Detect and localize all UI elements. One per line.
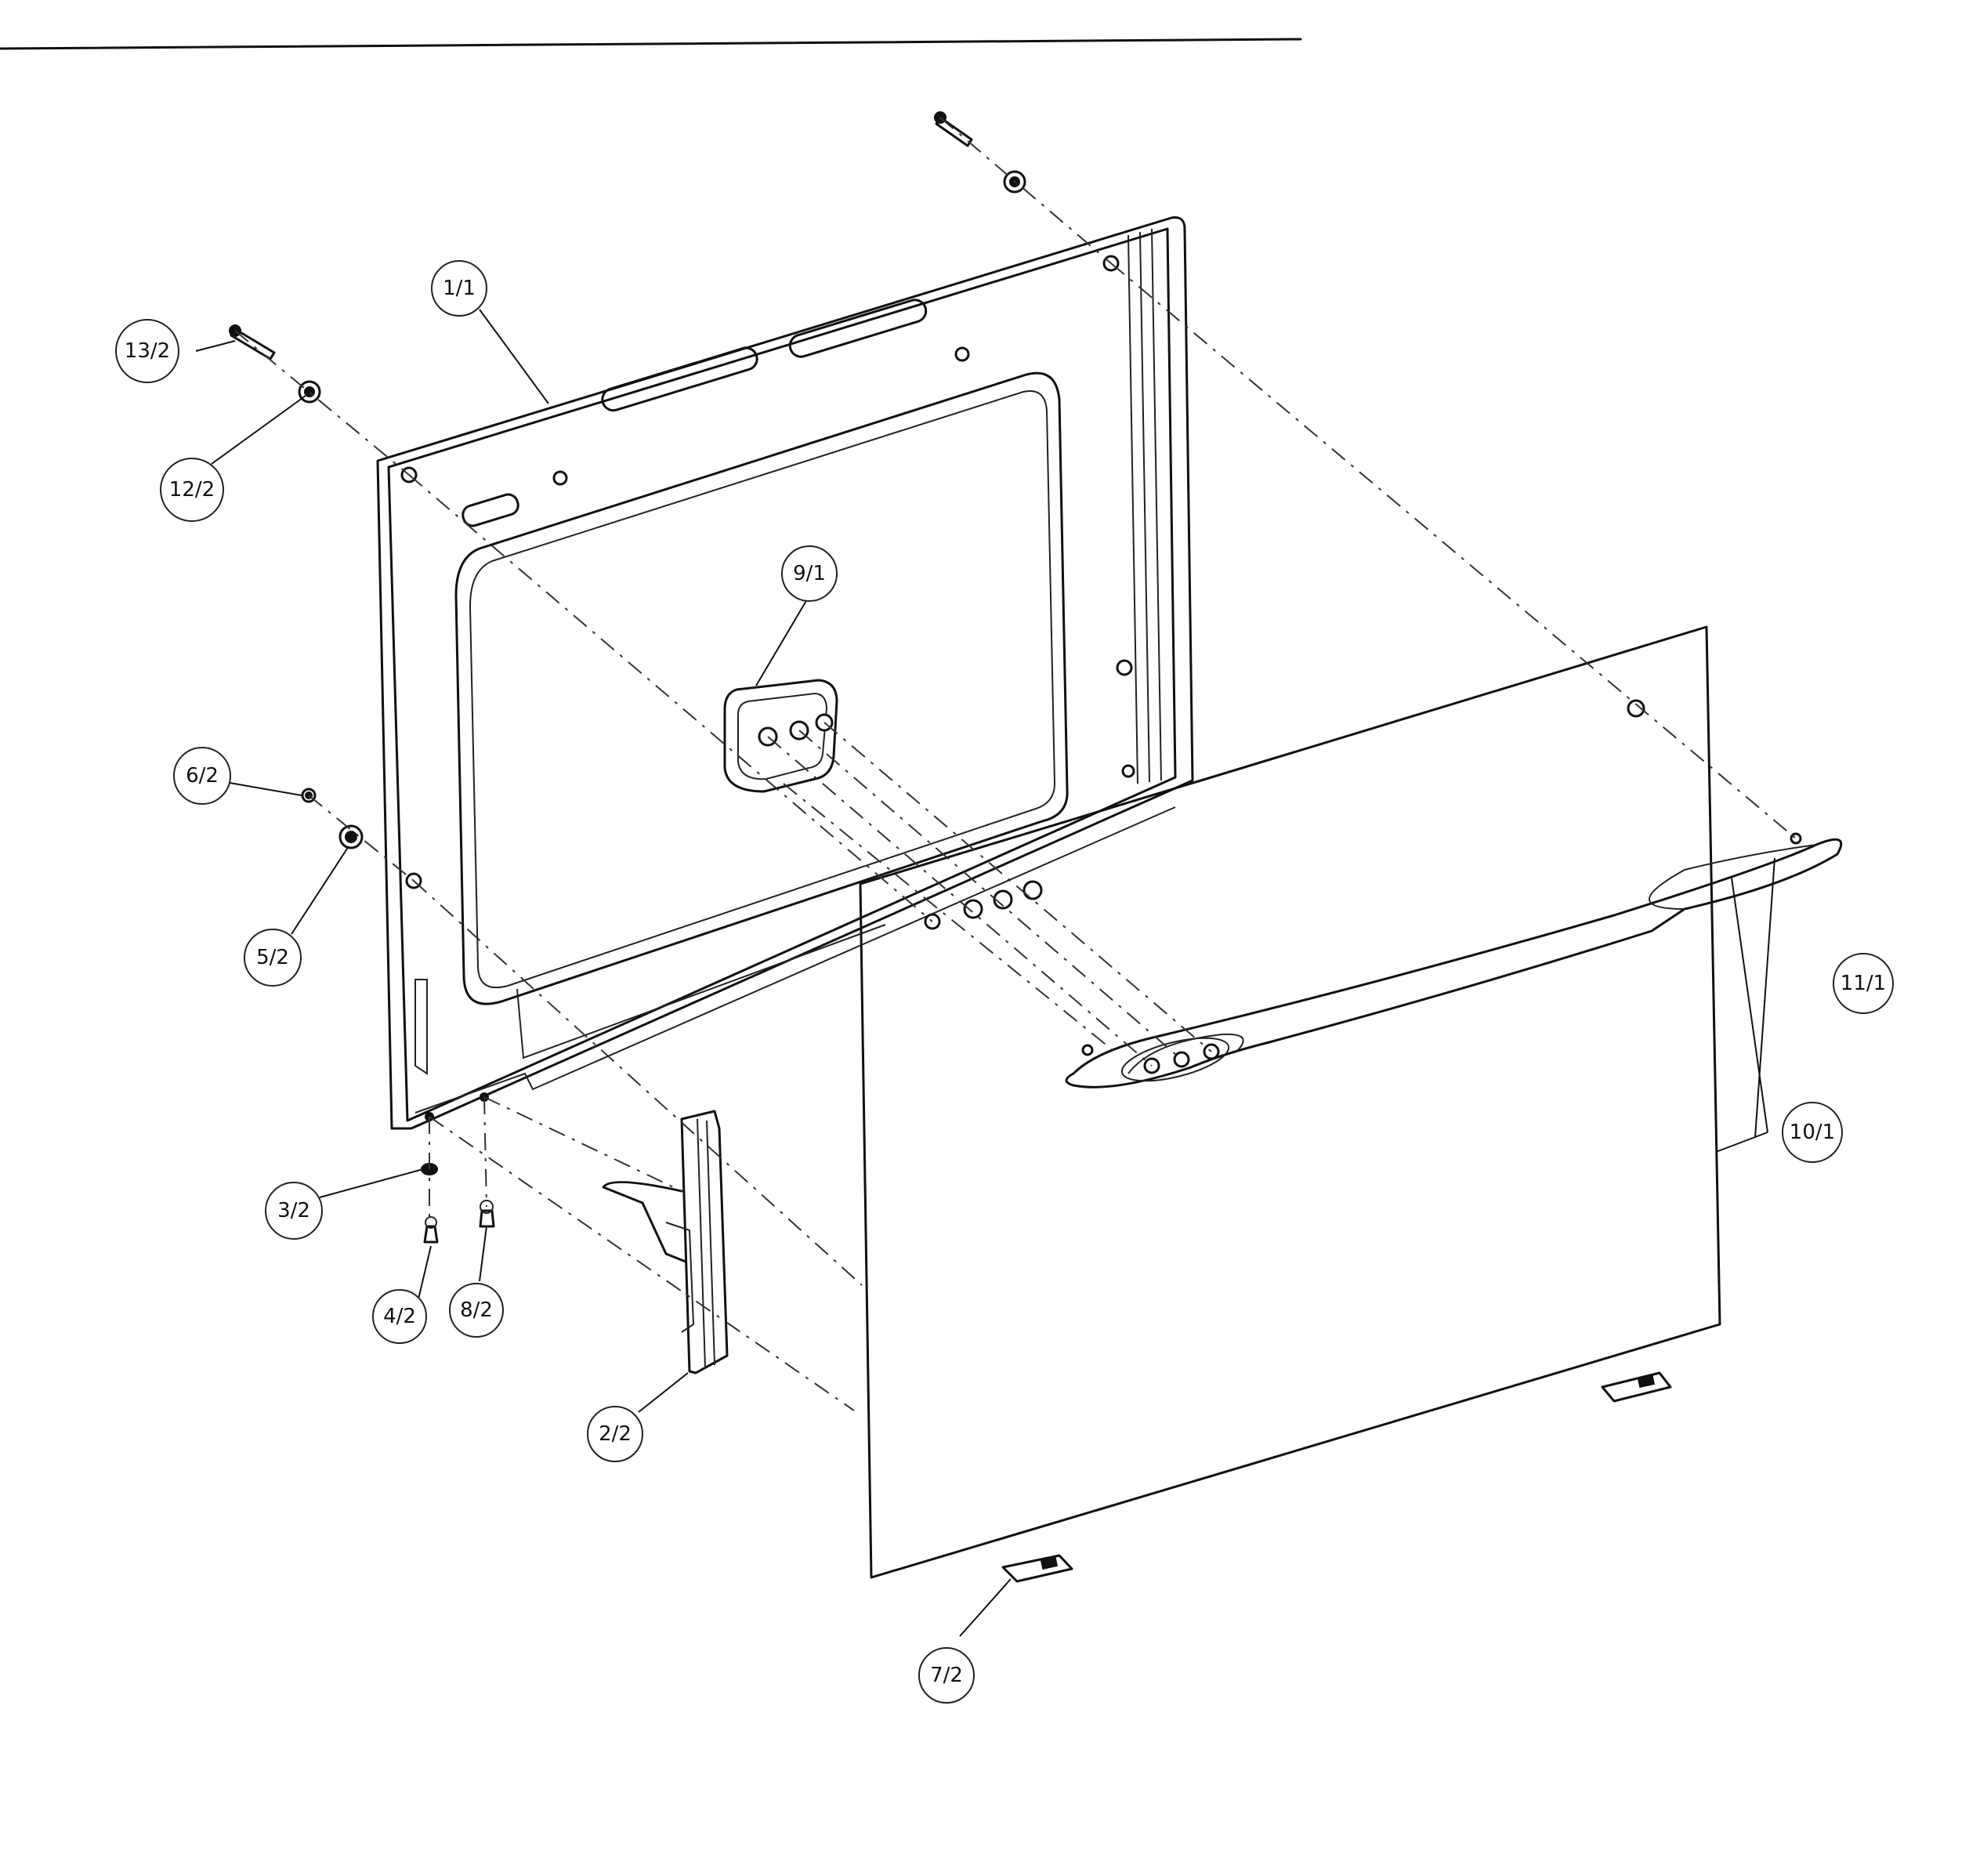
hinge-socket-bracket — [723, 679, 838, 793]
svg-text:13/2: 13/2 — [125, 339, 170, 363]
glass-clip-bottom — [1001, 1554, 1073, 1583]
svg-text:10/1: 10/1 — [1790, 1121, 1835, 1144]
leader-lines — [195, 309, 1775, 1637]
part-label-5-2: 5/2 — [244, 929, 302, 987]
part-label-2-2: 2/2 — [587, 1406, 643, 1462]
outer-door-glass-panel — [859, 625, 1721, 1579]
svg-text:8/2: 8/2 — [460, 1298, 493, 1322]
svg-text:3/2: 3/2 — [277, 1199, 310, 1222]
part-label-12-2: 12/2 — [160, 458, 224, 522]
svg-text:5/2: 5/2 — [256, 946, 289, 969]
washer-top — [1003, 170, 1026, 194]
door-handle — [1065, 832, 1843, 1088]
svg-text:7/2: 7/2 — [930, 1664, 963, 1687]
svg-text:2/2: 2/2 — [599, 1422, 632, 1446]
part-label-10-1: 10/1 — [1782, 1102, 1843, 1163]
svg-text:4/2: 4/2 — [383, 1305, 416, 1328]
part-label-11-1: 11/1 — [1833, 953, 1894, 1014]
part-label-13-2: 13/2 — [115, 319, 179, 383]
part-label-1-1: 1/1 — [431, 260, 487, 317]
part-label-8-2: 8/2 — [449, 1283, 504, 1338]
part-label-9-1: 9/1 — [781, 545, 838, 602]
svg-text:1/1: 1/1 — [443, 277, 476, 300]
svg-text:9/1: 9/1 — [793, 562, 826, 585]
part-label-4-2: 4/2 — [372, 1289, 427, 1344]
svg-text:11/1: 11/1 — [1841, 972, 1886, 995]
washer-12-2 — [298, 380, 321, 404]
screw-4-2 — [423, 1216, 439, 1244]
screw-8-2 — [479, 1200, 495, 1228]
svg-text:6/2: 6/2 — [186, 764, 219, 788]
part-label-7-2: 7/2 — [918, 1647, 975, 1704]
svg-text:12/2: 12/2 — [169, 478, 215, 502]
top-rule-line — [0, 38, 1302, 50]
assembly-lines — [234, 117, 1797, 1411]
part-label-3-2: 3/2 — [265, 1182, 323, 1240]
part-label-6-2: 6/2 — [173, 747, 231, 805]
washer-5-2 — [338, 824, 364, 849]
inner-door-panel — [376, 216, 1194, 1130]
door-hinge — [602, 1110, 729, 1374]
screw-13-2 — [229, 324, 276, 360]
glass-clip-right — [1601, 1371, 1672, 1403]
